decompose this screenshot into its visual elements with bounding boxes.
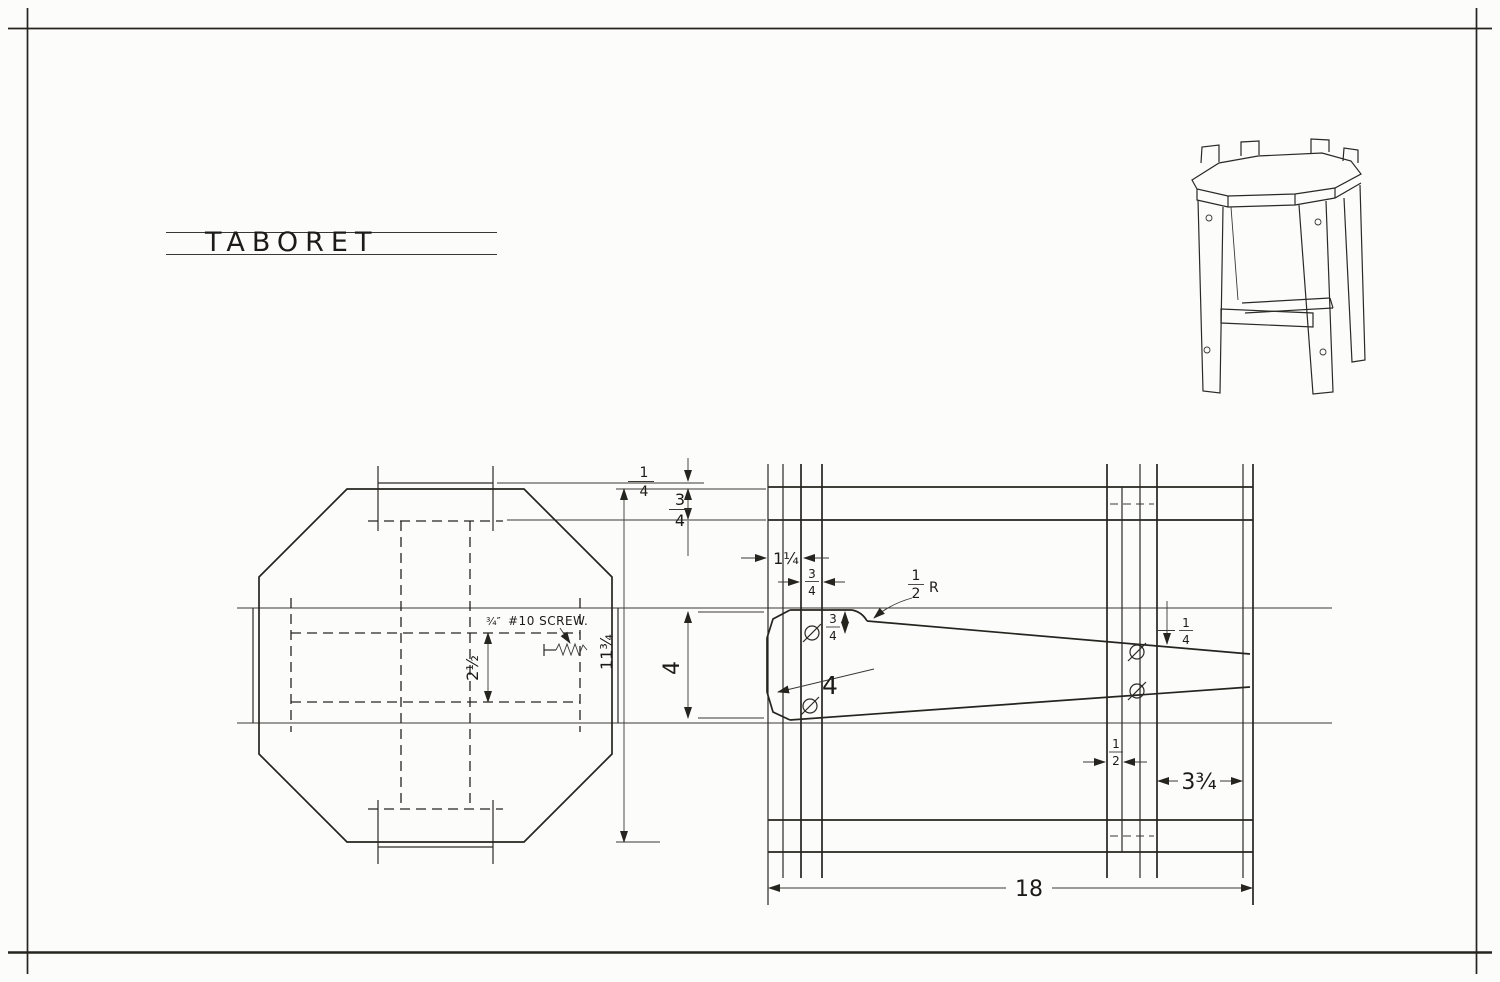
top-view-leg-south [368,800,503,864]
dim-threequarter-top: 3 4 [669,488,692,556]
screw-note: ¾″ #10 SCREW. [486,614,588,657]
dim-threequarter-thickness-num: 3 [808,567,816,581]
dim-eleven-threequarter-label: 11¾ [597,634,616,670]
top-view-leg-west [252,598,292,732]
title-block: TABORET [166,227,497,258]
dim-eighteen-label: 18 [1015,877,1043,902]
dim-threequarter-top-den: 4 [675,511,685,530]
dim-half-radius-suffix: R [929,580,939,596]
dim-quarter-top: 1 4 [628,458,692,500]
sketch-screw-2 [1314,218,1322,226]
dim-half-shelf-den: 2 [1112,754,1120,768]
screw-symbol-3 [1129,644,1145,660]
dim-half-shelf-num: 1 [1112,737,1120,751]
dim-four-leg: 4 [777,668,875,700]
sketch-screw-4 [1319,348,1327,356]
sketch-front-right-leg [1298,200,1334,395]
dim-half-radius: 1 2 R [873,568,939,619]
sketch-top-edge [1196,182,1362,208]
elevation-leg-ends [1242,464,1254,905]
leg-taper-bottom-edge [789,686,1251,721]
leg-fillet-radius [851,609,868,622]
dim-quarter-top-den: 4 [640,484,649,500]
sketch-front-left-leg [1197,199,1224,394]
top-view-leg-north [368,466,503,531]
dim-threequarter-thickness-den: 4 [808,584,816,598]
dimensions: 1 4 3 4 4 11¾ 2½ [463,458,1253,902]
dim-four-leg-label: 4 [822,671,838,700]
elevation-top-board [767,464,823,905]
dim-one-and-quarter: 1¼ [741,549,829,568]
top-view-leg-east [579,598,619,732]
dim-four-stretcher-label: 4 [660,661,685,675]
drawing-title: TABORET [204,227,378,258]
elevation-edge-legs [768,486,1253,853]
elevation-shelf-board [1106,464,1158,878]
dim-eighteen: 18 [768,877,1253,902]
sketch-leg-top-4 [1342,147,1359,163]
dim-half-radius-num: 1 [912,568,921,584]
dim-threequarter-screw-num: 3 [829,612,837,626]
screw-symbol-2 [802,698,818,714]
elevation-tapered-leg [766,609,1251,721]
dim-threequarter-top-num: 3 [675,490,685,509]
dim-quarter-right: 1 4 [1157,601,1193,647]
dim-half-radius-den: 2 [912,586,921,602]
dim-quarter-right-num: 1 [1182,616,1190,630]
screw-symbol-4 [1129,683,1145,699]
dim-half-shelf: 1 2 [1083,737,1147,768]
top-view [252,466,619,864]
sketch-shelf-rail [1220,308,1314,328]
screw-note-text: #10 SCREW. [508,614,588,628]
perspective-sketch [1191,138,1366,395]
elevation-screws [800,623,1147,716]
leg-taper-top-edge [866,620,1251,655]
dim-four-stretcher: 4 [660,611,764,719]
screw-thread-glyph [555,642,588,657]
dim-quarter-right-den: 4 [1182,633,1190,647]
dim-eleven-threequarter: 11¾ [597,488,628,843]
dim-one-and-quarter-label: 1¼ [773,549,799,568]
dim-threequarter-screw-den: 4 [829,629,837,643]
sketch-leg-top-1 [1200,144,1220,164]
dim-two-half-label: 2½ [463,655,482,681]
sketch-back-left-leg [1230,206,1239,301]
top-view-hidden-stretchers [291,521,580,809]
sketch-leg-top-3 [1310,138,1330,153]
dim-two-half: 2½ [463,632,492,703]
dim-quarter-top-num: 1 [640,465,649,481]
dim-three-threequarter-label: 3¾ [1181,770,1216,795]
sketch-screw-3 [1203,346,1211,354]
dim-threequarter-thickness: 3 4 [778,567,845,598]
leg-top-end-profile [766,609,791,721]
sketch-leg-top-2 [1240,140,1260,156]
sketch-screw-1 [1205,214,1213,222]
screw-symbol-1 [804,625,820,641]
dim-three-threequarter: 3¾ [1157,770,1243,795]
drawing-border [8,8,1492,974]
octagon-top-outline [258,488,613,843]
sketch-top-face [1191,152,1362,197]
elevation-view [766,464,1254,905]
screw-note-fraction: ¾″ [486,615,501,628]
projection-lines [237,482,1332,843]
sketch-back-right-leg [1343,184,1366,363]
dim-threequarter-screw: 3 4 [826,611,849,643]
